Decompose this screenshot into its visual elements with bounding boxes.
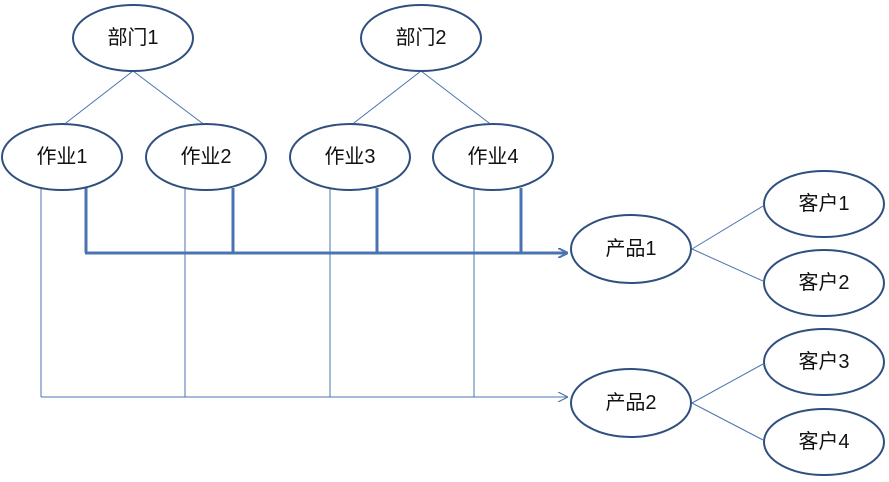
customer-connectors — [691, 205, 764, 441]
job-node-4: 作业4 — [432, 123, 554, 191]
job-label: 作业4 — [467, 145, 518, 168]
customer-node-2: 客户2 — [763, 249, 885, 317]
tree-connectors — [61, 70, 494, 127]
department-label: 部门1 — [107, 26, 158, 49]
customer-node-3: 客户3 — [763, 328, 885, 396]
flow-product-1 — [84, 188, 567, 253]
connector-product2-customer3 — [691, 363, 764, 404]
customer-label: 客户3 — [798, 350, 849, 373]
department-label: 部门2 — [395, 26, 446, 49]
product-node-2: 产品2 — [570, 368, 692, 438]
job-node-2: 作业2 — [145, 123, 267, 191]
connector-dept1-job1 — [61, 70, 134, 127]
connector-dept1-job2 — [132, 70, 207, 127]
connector-dept2-job4 — [420, 70, 494, 127]
customer-label: 客户2 — [798, 271, 849, 294]
connector-product1-customer2 — [691, 248, 764, 282]
product-label: 产品1 — [605, 237, 656, 260]
product-node-1: 产品1 — [570, 214, 692, 284]
flow-product-2 — [40, 188, 567, 397]
product-label: 产品2 — [605, 391, 656, 414]
job-node-1: 作业1 — [1, 123, 123, 191]
connector-dept2-job3 — [349, 70, 422, 127]
job-label: 作业3 — [324, 145, 375, 168]
customer-label: 客户4 — [798, 430, 849, 453]
department-node-2: 部门2 — [360, 4, 482, 72]
connector-product1-customer1 — [691, 205, 764, 250]
customer-node-4: 客户4 — [763, 408, 885, 476]
job-label: 作业2 — [180, 145, 231, 168]
customer-node-1: 客户1 — [763, 170, 885, 238]
connector-product2-customer4 — [691, 402, 764, 441]
job-node-3: 作业3 — [289, 123, 411, 191]
job-label: 作业1 — [36, 145, 87, 168]
department-node-1: 部门1 — [72, 4, 194, 72]
customer-label: 客户1 — [798, 192, 849, 215]
